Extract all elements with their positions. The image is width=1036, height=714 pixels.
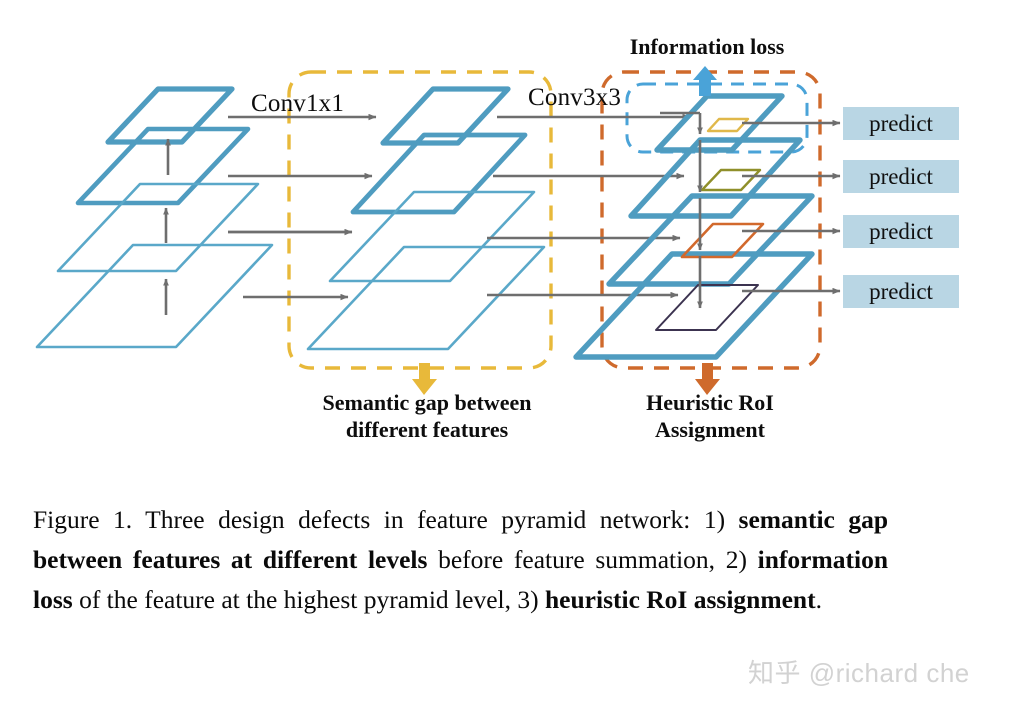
roi-level-4: [573, 251, 815, 360]
roi-box-purple: [655, 284, 759, 331]
predict-box-1[interactable]: predict: [843, 107, 959, 140]
semantic-gap-label: Semantic gap between different features: [283, 390, 571, 444]
figure-caption: Figure 1. Three design defects in featur…: [33, 500, 888, 620]
lateral-level-3: [328, 190, 536, 283]
caption-segment-4: of the feature at the highest pyramid le…: [72, 585, 545, 614]
caption-segment-3: information loss: [33, 545, 888, 614]
figure-diagram: Conv1x1 Conv3x3 Information loss Semanti…: [35, 34, 959, 444]
conv1x1-arrows: [228, 113, 377, 301]
heuristic-roi-arrow: [695, 363, 720, 395]
predict-box-3[interactable]: predict: [843, 215, 959, 248]
caption-segment-1: semantic gap between features at differe…: [33, 505, 888, 574]
semantic-gap-arrow: [412, 363, 437, 395]
roi-box-orange: [680, 222, 765, 259]
backbone-level-4: [35, 243, 274, 349]
lateral-level-2: [350, 132, 528, 215]
caption-segment-6: .: [815, 585, 822, 614]
heuristic-roi-line-1: Heuristic RoI: [646, 390, 774, 415]
predict-box-2[interactable]: predict: [843, 160, 959, 193]
backbone-pyramid: [35, 86, 274, 349]
lateral-pyramid: [306, 86, 546, 351]
lateral-level-4: [306, 245, 546, 351]
predict-arrows: [742, 119, 841, 295]
roi-box-gold: [706, 117, 750, 133]
information-loss-arrow: [693, 66, 717, 96]
heuristic-roi-label: Heuristic RoI Assignment: [620, 390, 800, 444]
conv3x3-arrows: [487, 113, 691, 299]
backbone-level-2: [75, 126, 251, 206]
semantic-gap-dashed-box: [287, 70, 553, 370]
conv3x3-label: Conv3x3: [528, 84, 622, 111]
roi-box-olive: [700, 168, 762, 192]
semantic-gap-line-1: Semantic gap between: [322, 390, 532, 415]
heuristic-roi-line-2: Assignment: [654, 416, 765, 442]
caption-segment-5: heuristic RoI assignment: [544, 585, 816, 614]
lateral-level-1: [380, 86, 511, 146]
backbone-level-1: [105, 86, 235, 145]
backbone-level-3: [56, 182, 260, 273]
roi-pyramid: [573, 93, 815, 360]
semantic-gap-line-2: different features: [345, 416, 509, 442]
roi-level-2: [628, 137, 803, 219]
information-loss-label: Information loss: [629, 34, 785, 59]
conv1x1-label: Conv1x1: [251, 90, 345, 117]
caption-segment-0: Figure 1. Three design defects in featur…: [33, 505, 739, 534]
caption-segment-2: before feature summation, 2): [427, 545, 758, 574]
watermark: 知乎 @richard che: [748, 658, 970, 688]
predict-box-4[interactable]: predict: [843, 275, 959, 308]
roi-level-3: [606, 193, 815, 287]
feature-pyramid-svg: [35, 66, 841, 395]
